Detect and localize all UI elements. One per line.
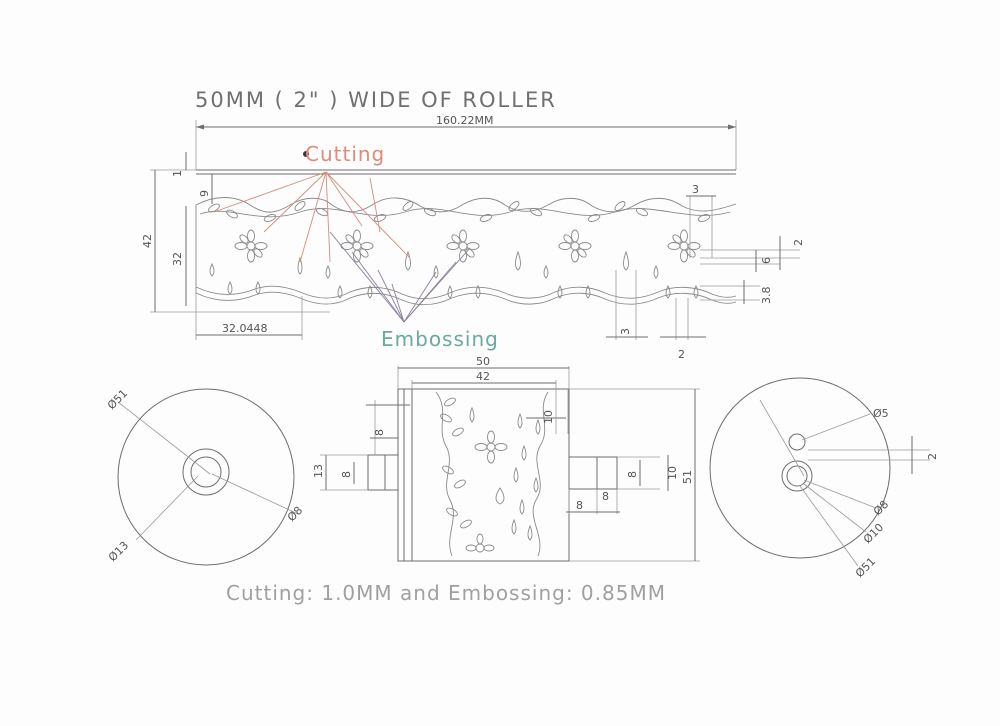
right-shaft-8-label: 8: [626, 471, 639, 478]
left-shaft-13-label: 13: [312, 464, 325, 478]
front-teardrops: [469, 406, 541, 541]
height-42-label: 42: [141, 234, 154, 248]
leader-right-bore: [803, 479, 877, 509]
right-pin-label: Ø5: [873, 407, 889, 420]
right-38-label: 3.8: [760, 287, 773, 305]
right-shaft-10-label: 10: [666, 466, 679, 480]
vine-leaves: [199, 201, 731, 222]
roller-51-label: 51: [681, 470, 694, 484]
process-note: Cutting: 1.0MM and Embossing: 0.85MM: [226, 581, 666, 605]
pin-2-label: 2: [678, 348, 685, 361]
left-bore-circle: [190, 456, 222, 488]
leader-left-bore: [211, 473, 299, 515]
hole-top-3-label: 3: [692, 183, 699, 196]
strip-upper-scallop: [195, 197, 737, 213]
right-6-label: 6: [760, 257, 773, 264]
right-bore-circle: [786, 465, 808, 487]
gap-1-label: 1: [171, 170, 184, 177]
embossing-label: Embossing: [381, 327, 499, 351]
arrow-right-icon: [728, 124, 736, 130]
leader-left-hub: [135, 475, 199, 541]
left-shaft: [367, 454, 399, 491]
teardrop-holes: [209, 250, 699, 299]
leader-right-outer: [799, 485, 859, 567]
leader-right-hub: [803, 483, 867, 533]
right-shaft: [568, 456, 618, 490]
front-flower-motif: [474, 430, 508, 464]
left-shaft-8-label: 8: [340, 471, 353, 478]
right-offset-label: 2: [926, 453, 939, 460]
left-hub-label: Ø13: [106, 539, 131, 564]
flower-motifs: [234, 229, 701, 263]
overall-length-label: 160.22MM: [436, 114, 493, 127]
arrow-left-icon: [196, 124, 204, 130]
right-end-view: Ø5 Ø8 Ø10 Ø51 2: [709, 377, 939, 580]
left-hub-circle: [182, 448, 230, 496]
hole-bottom-3-label: 3: [619, 328, 632, 335]
cutting-leaders: [213, 171, 411, 263]
pitch-label: 32.0448: [222, 322, 268, 335]
flower-motif: [558, 229, 592, 263]
right-shaft-len-a-label: 8: [576, 499, 583, 512]
leader-right-pin: [801, 413, 871, 441]
front-view: 50 42 10 8 13 8 8 10 8 8: [312, 355, 700, 562]
right-bore-label: Ø8: [871, 498, 891, 518]
dim-10-top-label: 10: [542, 410, 555, 424]
right-hub-circle: [781, 460, 813, 492]
flower-motif: [446, 229, 480, 263]
right-hub-label: Ø10: [861, 521, 886, 546]
drawing-title: 50MM ( 2" ) WIDE OF ROLLER: [195, 88, 557, 112]
band-right-edge: [532, 391, 549, 557]
lace-strip-view: 160.22MM 42 32 1 9: [141, 114, 805, 361]
flower-motif: [667, 229, 701, 263]
cutting-label: Cutting: [305, 142, 385, 166]
left-end-view: Ø51 Ø13 Ø8: [105, 387, 305, 566]
right-shaft-len-b-label: 8: [602, 490, 609, 503]
height-32-label: 32: [171, 252, 184, 266]
right-outer-circle: [709, 377, 891, 559]
flower-motif: [340, 229, 374, 263]
right-2-label: 2: [792, 239, 805, 246]
cutting-point-marker: [303, 151, 309, 157]
left-shaft-len-label: 8: [373, 429, 386, 436]
leader-left-outer: [117, 401, 211, 475]
vine-stem: [199, 208, 731, 218]
offset-9-label: 9: [198, 190, 211, 197]
embossing-leaders: [329, 231, 471, 323]
right-outer-label: Ø51: [853, 555, 878, 580]
front-flower-motif: [465, 533, 495, 553]
flower-motif: [234, 229, 268, 263]
front-leaves: [440, 397, 472, 529]
right-pin-circle: [788, 433, 806, 451]
width-50-label: 50: [476, 355, 490, 368]
strip-lower-edge: [195, 291, 737, 306]
left-bore-label: Ø8: [285, 504, 305, 524]
left-outer-circle: [117, 388, 295, 566]
leader-right-a: [759, 399, 805, 477]
width-42-label: 42: [476, 370, 490, 383]
